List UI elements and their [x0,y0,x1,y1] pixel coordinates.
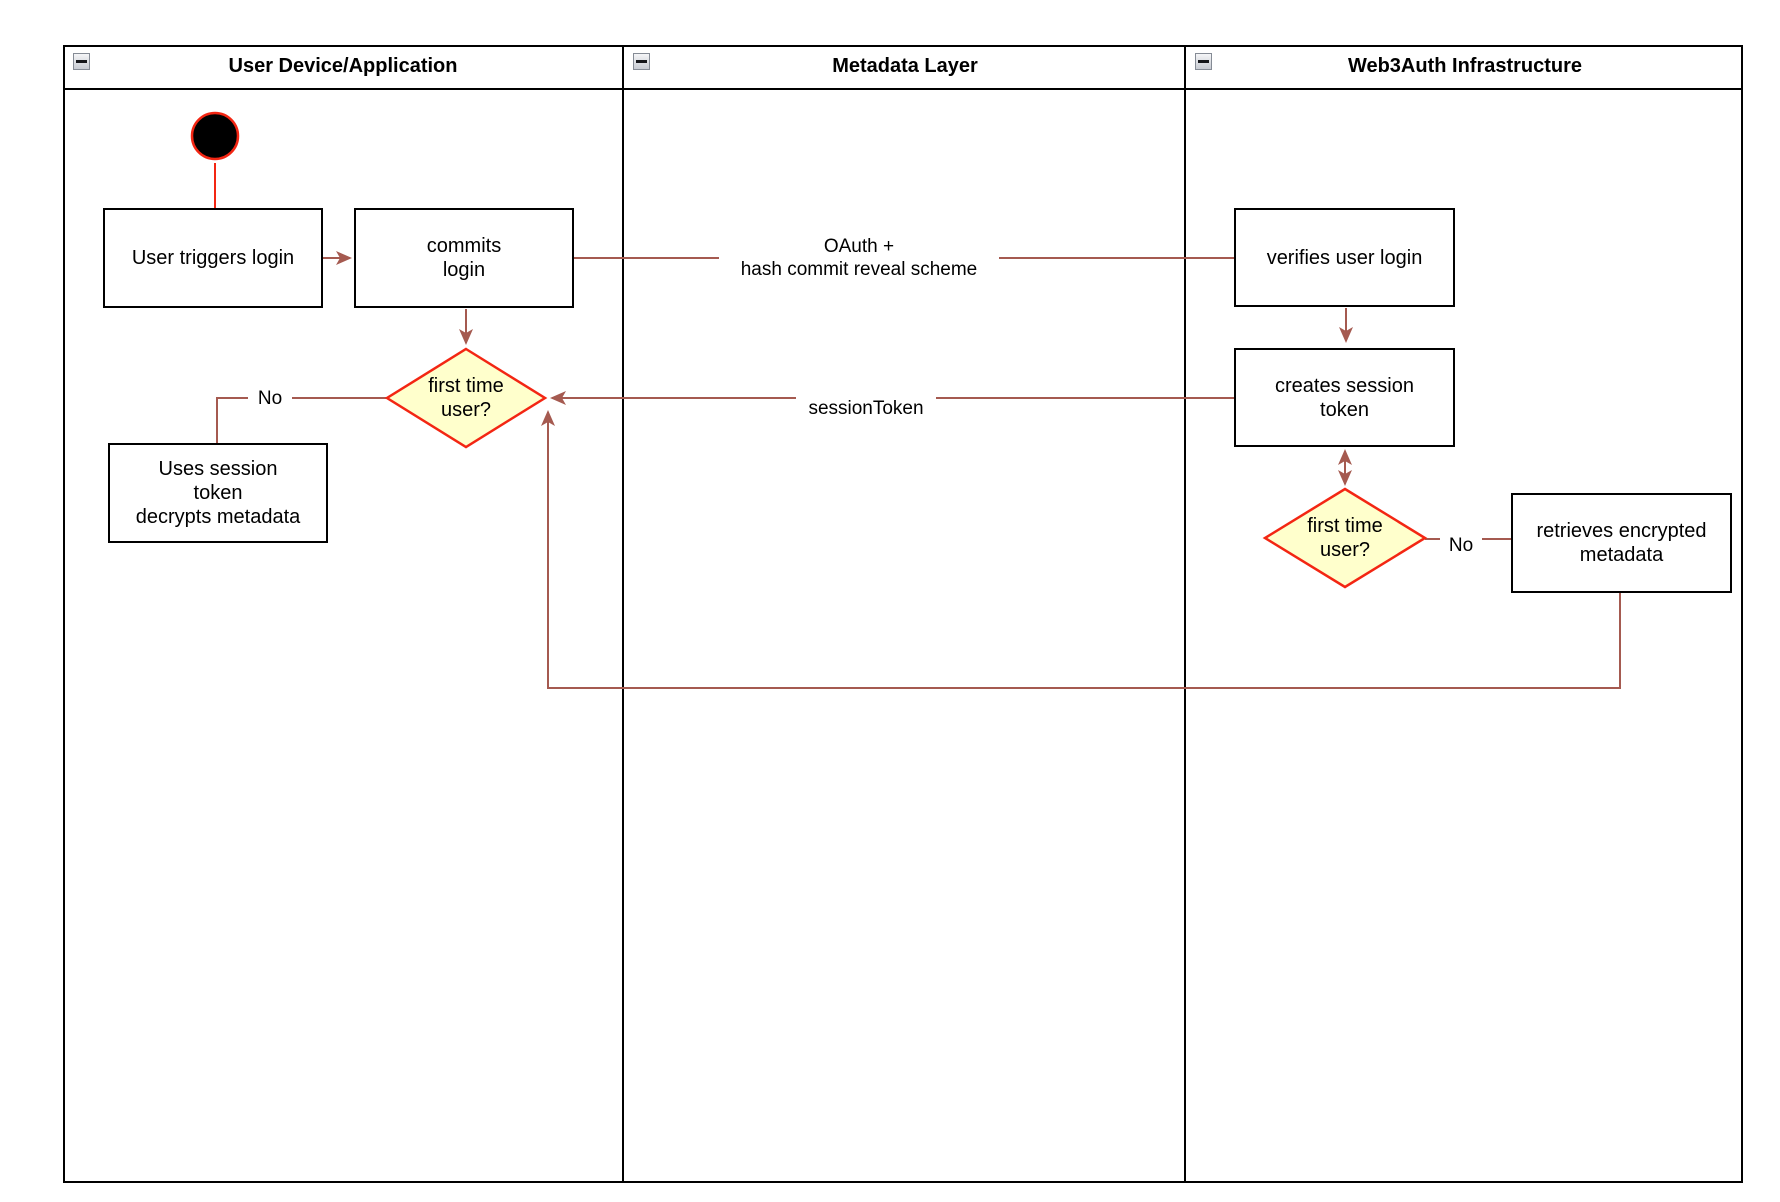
lane-title-web3auth-infrastructure: Web3Auth Infrastructure [1347,55,1583,77]
edge-label-no-infra: No [1440,532,1482,558]
minus-icon [636,60,647,63]
swimlane-pool [63,45,1743,1183]
collapse-lane-button-web3auth[interactable] [1195,53,1212,70]
edge-label-no-app: No [248,386,292,411]
lane-title-metadata-layer: Metadata Layer [832,55,978,77]
decision-label-first-time-user-app: first time user? [428,375,504,421]
lane-header-row [63,45,1743,90]
edge-label-session-token: sessionToken [796,391,936,421]
node-retrieves-encrypted-metadata: retrieves encrypted metadata [1511,493,1732,593]
lane-divider-2 [1184,45,1186,1183]
node-creates-session-token: creates session token [1234,348,1455,447]
decision-label-first-time-user-infra: first time user? [1307,515,1383,561]
lane-divider-1 [622,45,624,1183]
minus-icon [76,60,87,63]
node-user-triggers-login: User triggers login [103,208,323,308]
lane-title-user-device: User Device/Application [228,55,458,77]
collapse-lane-button-user-device[interactable] [73,53,90,70]
node-verifies-user-login: verifies user login [1234,208,1455,307]
node-commits-login: commits login [354,208,574,308]
minus-icon [1198,60,1209,63]
edge-label-oauth: OAuth + hash commit reveal scheme [719,234,999,282]
node-uses-session-token: Uses session token decrypts metadata [108,443,328,543]
collapse-lane-button-metadata-layer[interactable] [633,53,650,70]
